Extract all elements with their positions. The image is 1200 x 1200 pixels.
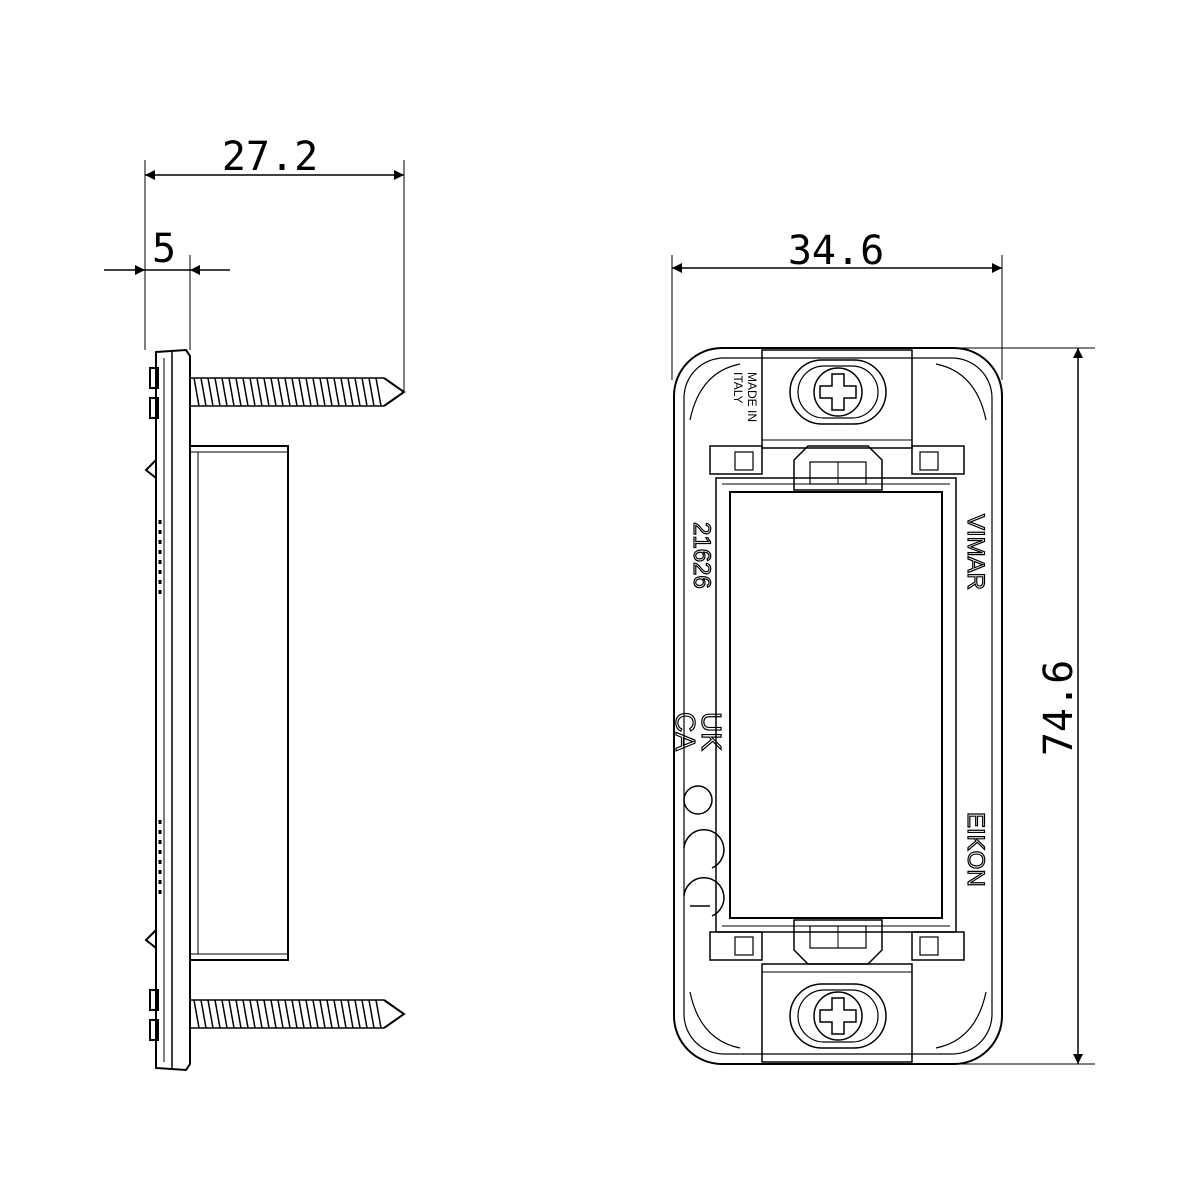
ukca-line1-text: UK <box>696 712 727 751</box>
dimension-width: 34.6 <box>672 228 1002 274</box>
dimension-label-74-6: 74.6 <box>1036 660 1082 756</box>
screw-head-bottom <box>789 983 887 1049</box>
module-body <box>189 445 289 961</box>
side-view <box>144 160 406 1072</box>
module-opening <box>729 491 943 919</box>
dimension-label-27-2: 27.2 <box>222 134 318 180</box>
dimension-plate-thickness: 5 <box>104 226 230 275</box>
front-view <box>671 255 1095 1065</box>
part-code-text: 21626 <box>688 522 715 589</box>
dimension-overall-depth: 27.2 <box>145 134 404 180</box>
screw-bottom <box>190 999 406 1029</box>
dimension-label-5: 5 <box>152 226 176 272</box>
plate-profile <box>155 348 191 1072</box>
italy-text: ITALY <box>731 372 745 404</box>
dimension-height: 74.6 <box>1036 348 1083 1064</box>
dimension-label-34-6: 34.6 <box>788 228 884 274</box>
made-in-text: MADE IN <box>745 372 759 422</box>
screw-head-top <box>789 359 887 425</box>
ukca-line2-text: CA <box>670 712 701 751</box>
screw-top <box>190 377 406 407</box>
plate-markings: MADE IN ITALY 21626 VIMAR EIKON UK CA <box>669 372 989 887</box>
plate-outline <box>673 347 1003 1065</box>
brand-text: VIMAR <box>962 514 989 590</box>
series-text: EIKON <box>962 812 989 887</box>
